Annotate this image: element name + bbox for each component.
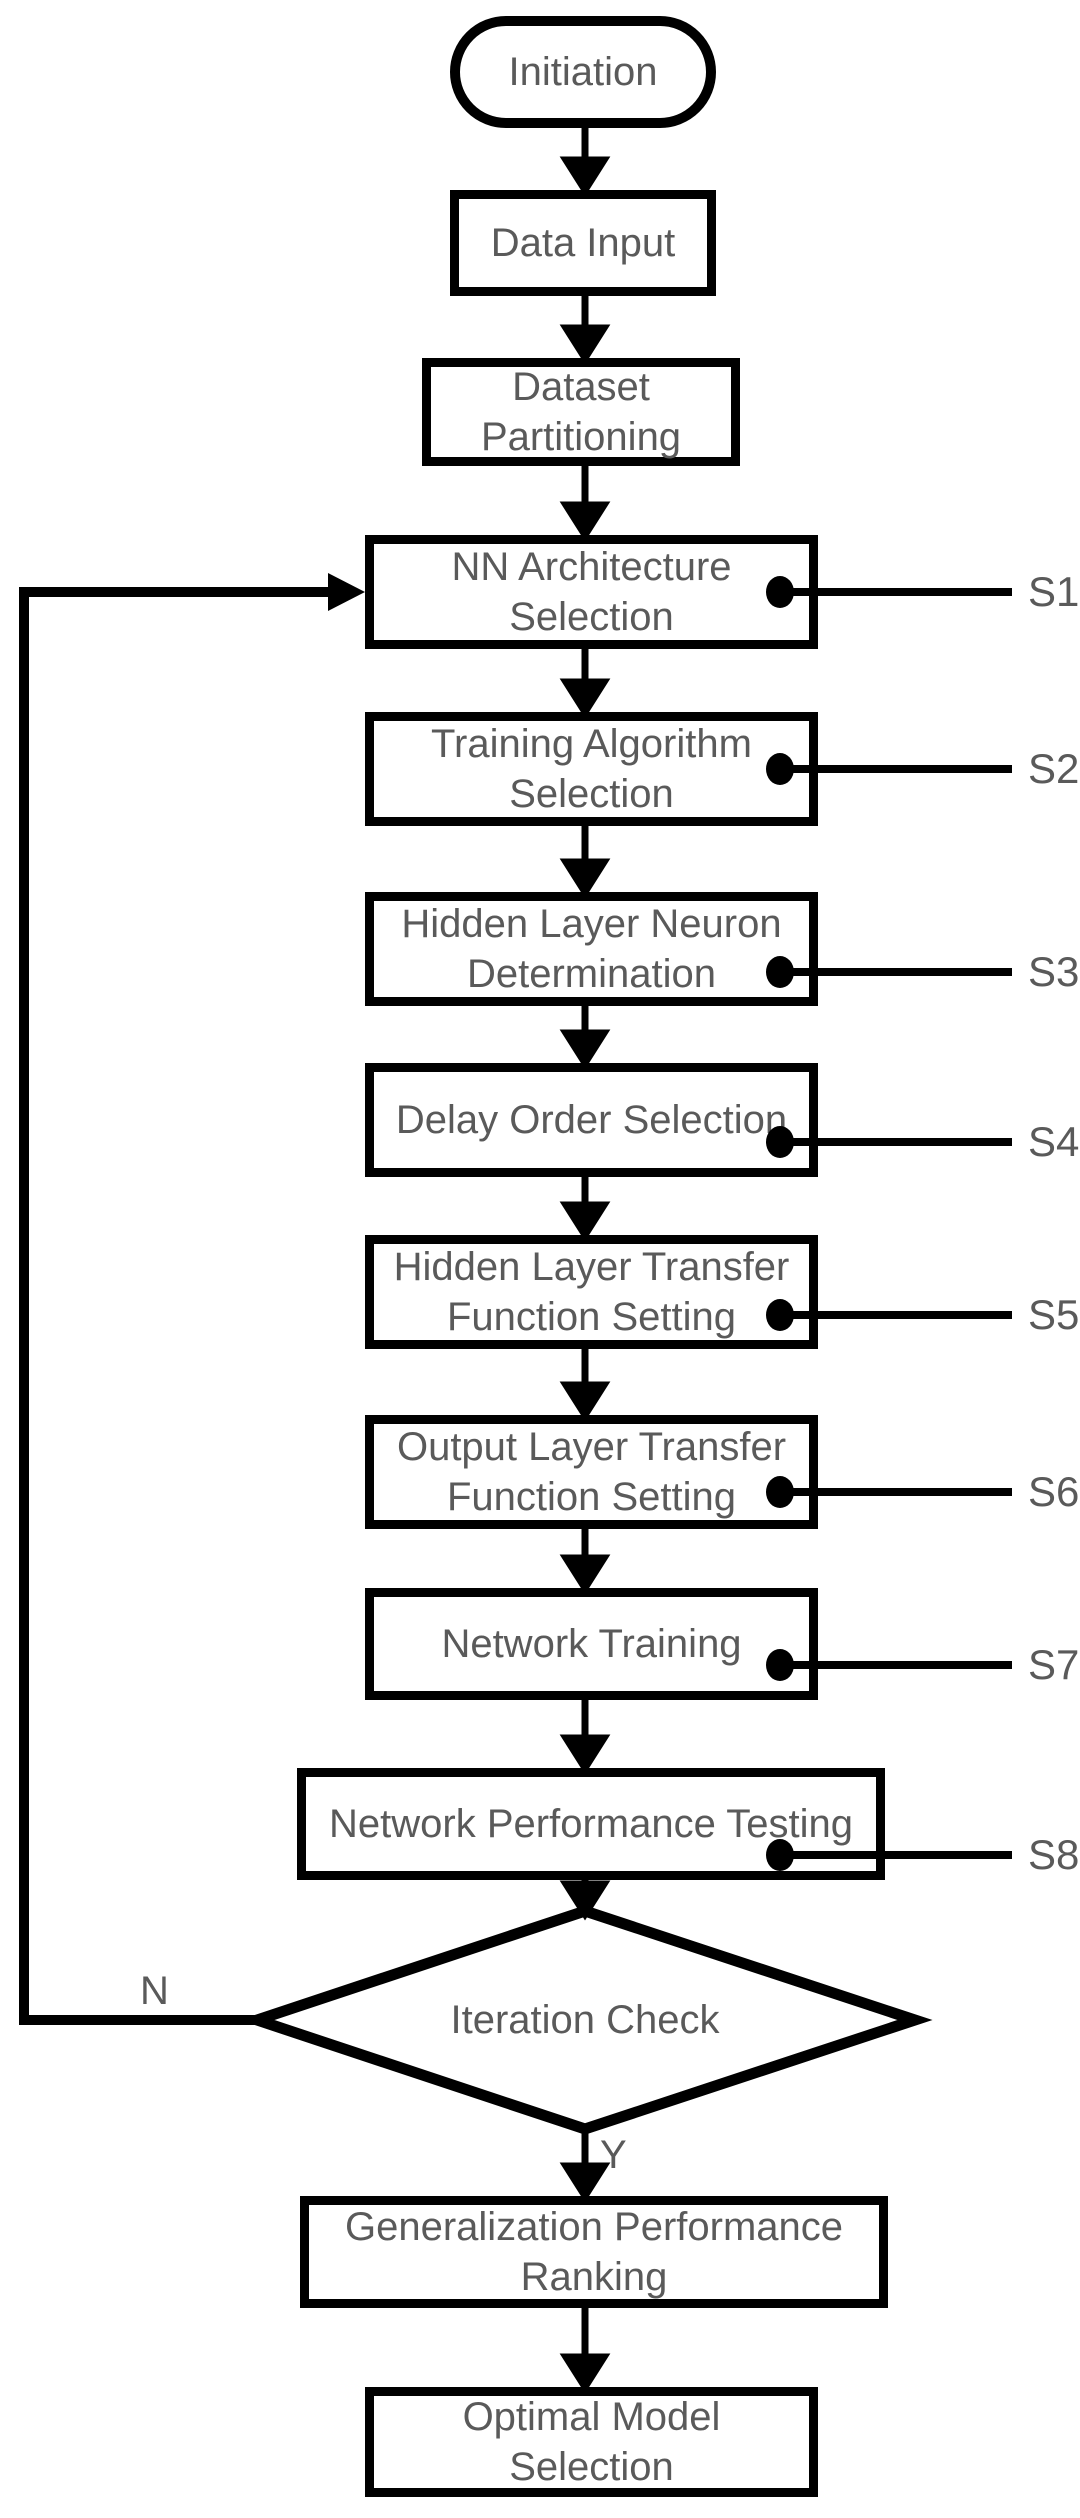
arrow-performance-testing-to-iteration-check bbox=[559, 1880, 611, 1921]
step-label-s5: S5 bbox=[1028, 1291, 1080, 1338]
node-nn-architecture-selection: NN Architecture Selection bbox=[365, 535, 818, 649]
node-hidden-layer-transfer-function-setting: Hidden Layer Transfer Function Setting bbox=[365, 1235, 818, 1349]
node-dataset-partitioning-label: Dataset Partitioning bbox=[480, 365, 682, 459]
step-label-s3: S3 bbox=[1028, 948, 1080, 995]
node-output-layer-transfer-function-setting-label: Output Layer Transfer Function Setting bbox=[396, 1425, 787, 1519]
node-output-layer-transfer-function-setting: Output Layer Transfer Function Setting bbox=[365, 1415, 818, 1529]
node-optimal-model-selection-label: Optimal Model Selection bbox=[462, 2395, 721, 2489]
node-data-input-label: Data Input bbox=[490, 221, 676, 265]
arrow-output-transfer-to-network-training bbox=[559, 1529, 611, 1595]
arrow-hidden-transfer-to-output-transfer bbox=[559, 1349, 611, 1422]
node-optimal-model-selection: Optimal Model Selection bbox=[365, 2387, 818, 2497]
step-label-s7: S7 bbox=[1028, 1641, 1080, 1688]
node-iteration-check-label: Iteration Check bbox=[450, 1998, 720, 2042]
node-training-algorithm-selection: Training Algorithm Selection bbox=[365, 712, 818, 826]
node-network-training-label: Network Training bbox=[441, 1622, 742, 1666]
arrow-dataset-partitioning-to-nn-architecture bbox=[559, 466, 611, 542]
node-network-training: Network Training bbox=[365, 1588, 818, 1700]
node-initiation-label: Initiation bbox=[508, 50, 658, 94]
branch-label-yes: Y bbox=[600, 2133, 627, 2177]
no-branch-arrowhead bbox=[328, 573, 365, 611]
step-label-s6: S6 bbox=[1028, 1468, 1080, 1515]
arrow-nn-architecture-to-training-algorithm bbox=[559, 649, 611, 719]
arrow-training-algorithm-to-hidden-neuron bbox=[559, 826, 611, 899]
node-network-performance-testing: Network Performance Testing bbox=[297, 1768, 885, 1880]
arrow-hidden-neuron-to-delay-order bbox=[559, 1006, 611, 1070]
node-hidden-layer-transfer-function-setting-label: Hidden Layer Transfer Function Setting bbox=[393, 1245, 790, 1339]
node-delay-order-selection: Delay Order Selection bbox=[365, 1063, 818, 1177]
node-generalization-performance-ranking-label: Generalization Performance Ranking bbox=[344, 2205, 844, 2299]
node-nn-architecture-selection-label: NN Architecture Selection bbox=[451, 545, 732, 639]
node-dataset-partitioning: Dataset Partitioning bbox=[422, 358, 740, 466]
node-initiation: Initiation bbox=[450, 16, 716, 128]
node-network-performance-testing-label: Network Performance Testing bbox=[329, 1802, 853, 1846]
arrow-delay-order-to-hidden-transfer bbox=[559, 1177, 611, 1242]
arrow-network-training-to-performance-testing bbox=[559, 1700, 611, 1775]
node-training-algorithm-selection-label: Training Algorithm Selection bbox=[431, 722, 752, 816]
arrow-yes-to-generalization-ranking bbox=[559, 2127, 611, 2203]
node-data-input: Data Input bbox=[450, 190, 716, 296]
node-delay-order-selection-label: Delay Order Selection bbox=[395, 1098, 788, 1142]
branch-label-no: N bbox=[140, 1969, 169, 2013]
node-hidden-layer-neuron-determination-label: Hidden Layer Neuron Determination bbox=[401, 902, 782, 996]
arrow-initiation-to-data-input bbox=[559, 128, 611, 197]
step-label-s8: S8 bbox=[1028, 1831, 1080, 1878]
step-label-s1: S1 bbox=[1028, 568, 1080, 615]
arrow-data-input-to-dataset-partitioning bbox=[559, 296, 611, 365]
step-label-s2: S2 bbox=[1028, 745, 1080, 792]
node-hidden-layer-neuron-determination: Hidden Layer Neuron Determination bbox=[365, 892, 818, 1006]
step-label-s4: S4 bbox=[1028, 1118, 1080, 1165]
node-generalization-performance-ranking: Generalization Performance Ranking bbox=[300, 2196, 888, 2308]
arrow-generalization-to-optimal-model bbox=[559, 2308, 611, 2394]
